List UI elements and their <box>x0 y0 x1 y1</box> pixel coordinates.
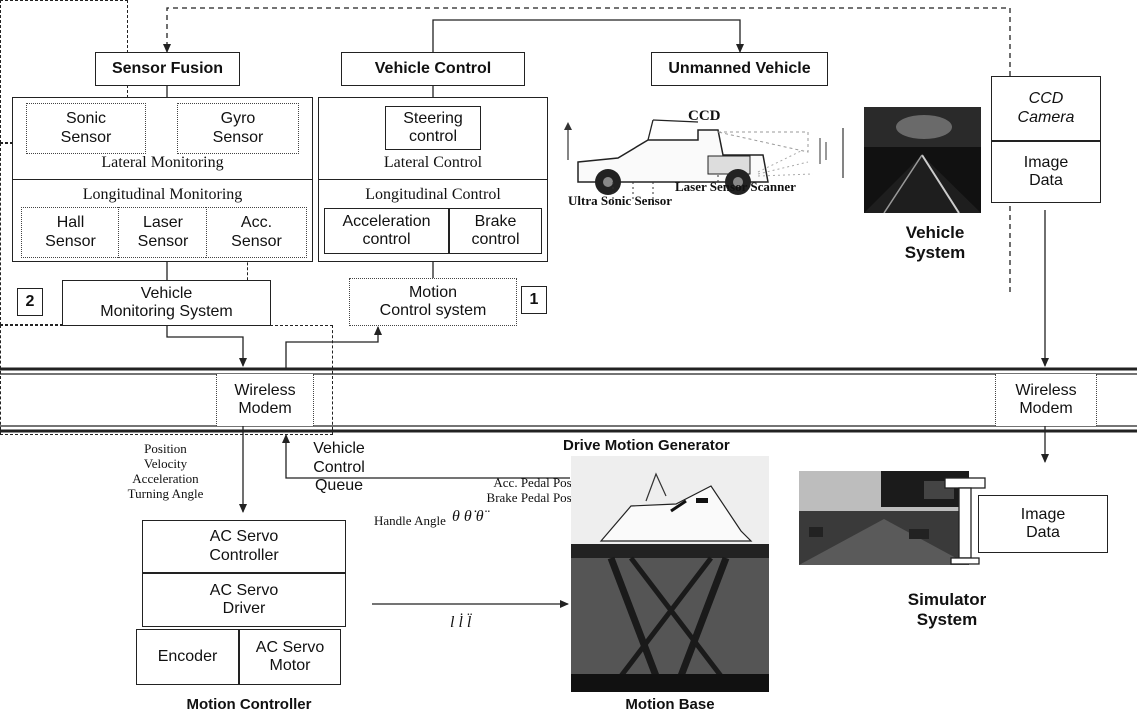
hall-sensor: Hall Sensor <box>21 207 120 258</box>
steering-control: Steering control <box>385 106 481 150</box>
vehicle-system-label: Vehicle System <box>904 223 966 262</box>
ccd-camera-box: CCD Camera <box>991 76 1101 141</box>
brake-control: Brake control <box>449 208 542 254</box>
drive-motion-generator-label: Drive Motion Generator <box>563 437 730 454</box>
theta-symbols: θ θ̇ θ̈ <box>452 508 484 525</box>
camera-road-image <box>864 107 981 213</box>
l-symbols: l l̇ l̈ <box>450 614 472 631</box>
motion-base-image <box>571 456 769 692</box>
monitoring-to-bus <box>166 326 247 367</box>
dashed-feedback-line <box>163 7 1011 292</box>
unmanned-vehicle-box: Unmanned Vehicle <box>651 52 828 86</box>
acceleration-control: Acceleration control <box>324 208 449 254</box>
badge-1: 1 <box>521 286 547 314</box>
motion-controller-label: Motion Controller <box>186 696 312 713</box>
bus-to-motion-control <box>285 326 382 368</box>
simulator-image-data-box: Image Data <box>978 495 1108 553</box>
vehicle-monitoring-system: Vehicle Monitoring System <box>62 280 271 326</box>
wireless-modem-right: Wireless Modem <box>995 374 1097 426</box>
position-velocity-list: Position Velocity Acceleration Turning A… <box>127 441 204 501</box>
ac-servo-controller: AC Servo Controller <box>142 520 346 573</box>
unmanned-vehicle-illustration <box>564 119 844 200</box>
motion-base-label: Motion Base <box>625 696 715 713</box>
sensor-fusion-box: Sensor Fusion <box>95 52 240 86</box>
sensor-divider <box>12 179 313 180</box>
simulator-screen-image <box>799 471 969 565</box>
ac-servo-driver: AC Servo Driver <box>142 573 346 627</box>
simulator-monitor-stand-icon <box>944 477 986 565</box>
gyro-sensor: Gyro Sensor <box>177 103 299 154</box>
laser-scanner-label: Laser Sensor Scanner <box>675 179 796 194</box>
laser-sensor: Laser Sensor <box>118 207 208 258</box>
ac-servo-motor: AC Servo Motor <box>239 629 341 685</box>
motion-control-system: Motion Control system <box>349 278 517 326</box>
lateral-control-label: Lateral Control <box>383 154 483 171</box>
encoder-box: Encoder <box>136 629 239 685</box>
lateral-monitoring-label: Lateral Monitoring <box>101 154 224 171</box>
control-divider <box>318 179 548 180</box>
vehicle-control-box: Vehicle Control <box>341 52 525 86</box>
simulator-system-label: Simulator System <box>907 590 987 629</box>
sonic-sensor: Sonic Sensor <box>26 103 146 154</box>
camera-image-data-box: Image Data <box>991 141 1101 203</box>
control-queue-line <box>282 434 570 479</box>
badge-2: 2 <box>17 288 43 316</box>
vehicle-control-queue: Vehicle Control Queue <box>313 440 365 495</box>
longitudinal-monitoring-label: Longitudinal Monitoring <box>82 186 243 203</box>
wireless-modem-left: Wireless Modem <box>216 374 314 426</box>
handle-angle-label: Handle Angle <box>374 513 446 528</box>
pedal-position-labels: Acc. Pedal Pos. Brake Pedal Pos. <box>486 475 575 505</box>
acc-sensor: Acc. Sensor <box>206 207 307 258</box>
control-to-vehicle-line <box>432 19 744 53</box>
ultra-sonic-label: Ultra Sonic Sensor <box>568 193 672 208</box>
longitudinal-control-label: Longitudinal Control <box>365 186 501 203</box>
ccd-label: CCD <box>688 108 721 124</box>
